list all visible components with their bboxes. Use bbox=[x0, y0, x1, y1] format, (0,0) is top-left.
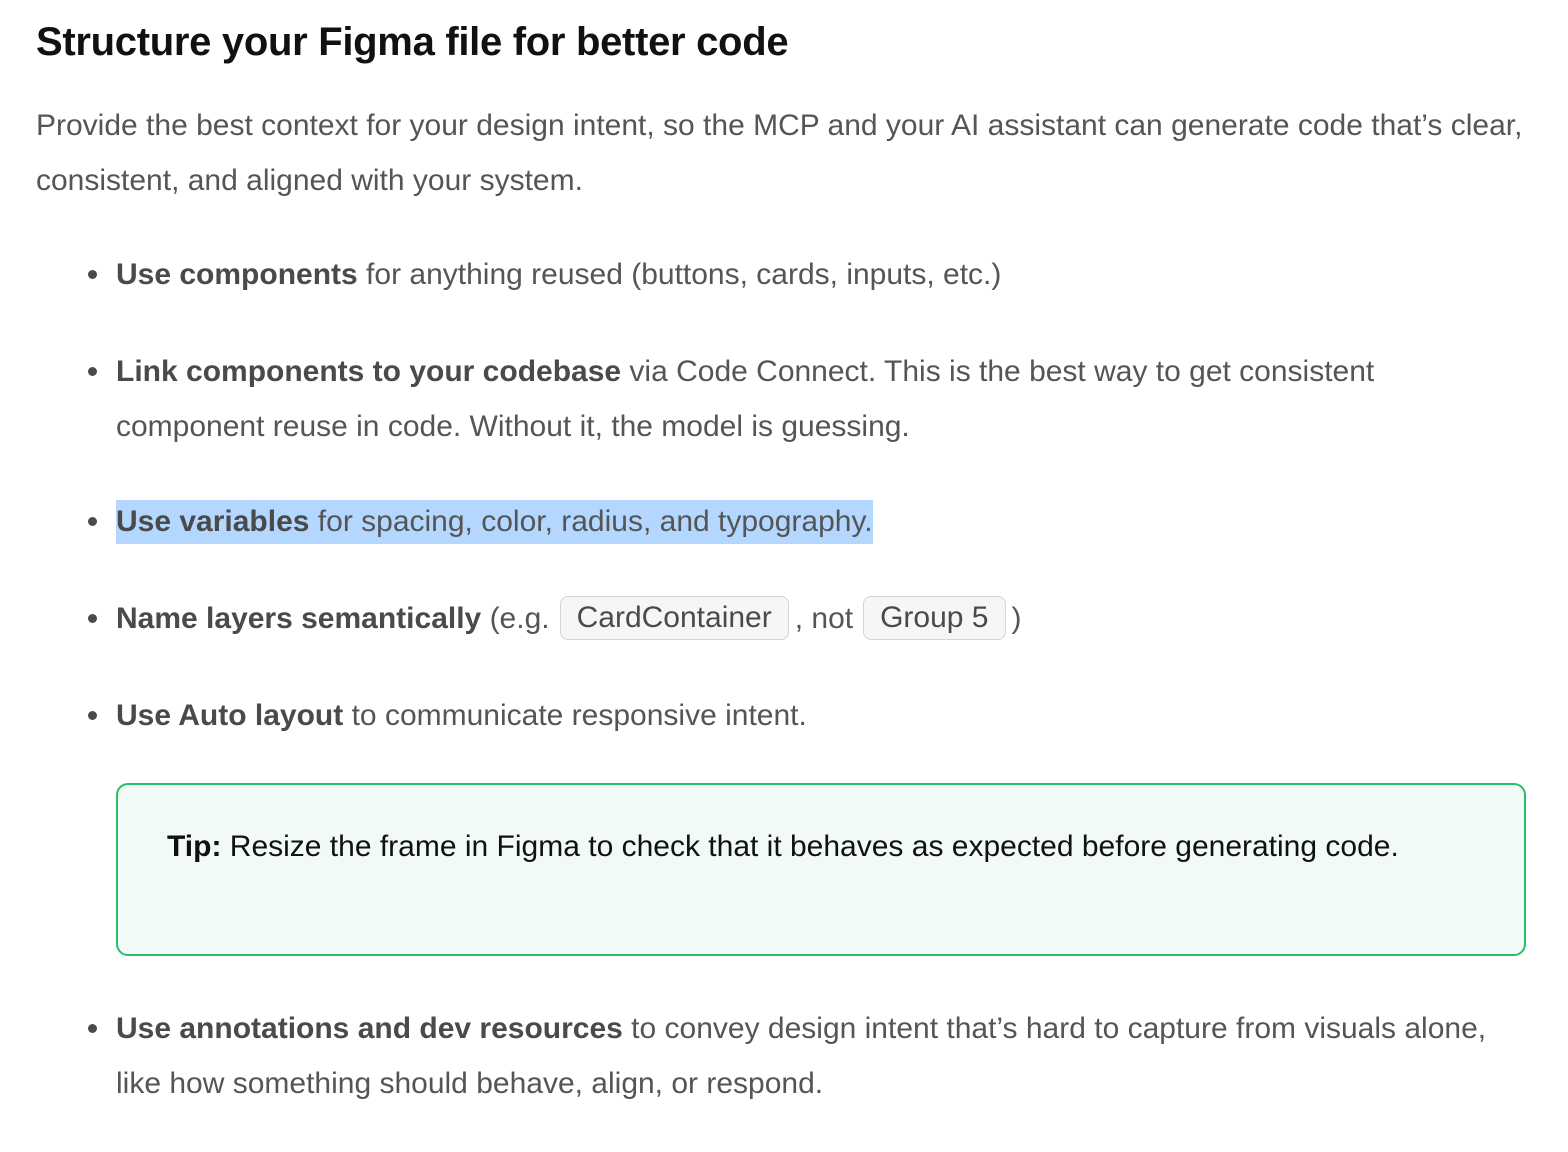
list-item-rest: via Code Connect. This is the best way t… bbox=[116, 355, 1375, 443]
tip-label: Tip: bbox=[167, 830, 222, 863]
list-item-rest: to communicate responsive intent. bbox=[343, 699, 807, 732]
list-item-text-middle: , not bbox=[794, 602, 854, 635]
list-item-text: Link components to your codebase via Cod… bbox=[116, 344, 1516, 454]
bullet-dot bbox=[88, 517, 97, 526]
list-item-text: Name layers semantically (e.g. CardContai… bbox=[116, 591, 1516, 646]
inline-code-chip: CardContainer bbox=[559, 596, 789, 640]
list-item-text-after: ) bbox=[1011, 602, 1022, 635]
list-item-text: Use Auto layout to communicate responsiv… bbox=[116, 688, 1516, 743]
bullet-dot bbox=[88, 711, 97, 720]
list-item-bold: Use Auto layout bbox=[116, 699, 344, 732]
tip-callout: Tip: Resize the frame in Figma to check … bbox=[116, 783, 1526, 956]
list-item-rest: for spacing, color, radius, and typograp… bbox=[309, 505, 873, 538]
tip-body: Resize the frame in Figma to check that … bbox=[221, 830, 1399, 863]
intro-paragraph: Provide the best context for your design… bbox=[36, 109, 1523, 197]
bullet-dot bbox=[88, 1024, 97, 1033]
list-item-bold: Use variables bbox=[116, 505, 310, 538]
list-item-rest: for anything reused (buttons, cards, inp… bbox=[357, 258, 1002, 291]
bullet-dot bbox=[88, 614, 97, 623]
list-item-text-before: (e.g. bbox=[481, 602, 550, 635]
list-item-bold: Use annotations and dev resources bbox=[116, 1012, 623, 1045]
tip-text: Tip: Resize the frame in Figma to check … bbox=[167, 819, 1467, 874]
list-item-text: Use annotations and dev resources to con… bbox=[116, 1001, 1516, 1111]
page-title: Structure your Figma file for better cod… bbox=[36, 20, 789, 64]
list-item-bold: Name layers semantically bbox=[116, 602, 482, 635]
list-item-text: Use variables for spacing, color, radius… bbox=[116, 494, 1516, 549]
list-item-bold: Link components to your codebase bbox=[116, 355, 622, 388]
bullet-dot bbox=[88, 367, 97, 376]
list-item-text: Use components for anything reused (butt… bbox=[116, 247, 1516, 302]
list-item-bold: Use components bbox=[116, 258, 358, 291]
list-item-rest: to convey design intent that’s hard to c… bbox=[116, 1012, 1487, 1100]
bullet-dot bbox=[88, 270, 97, 279]
inline-code-chip: Group 5 bbox=[863, 596, 1006, 640]
text-selection-highlight[interactable]: Use variables for spacing, color, radius… bbox=[116, 500, 873, 544]
